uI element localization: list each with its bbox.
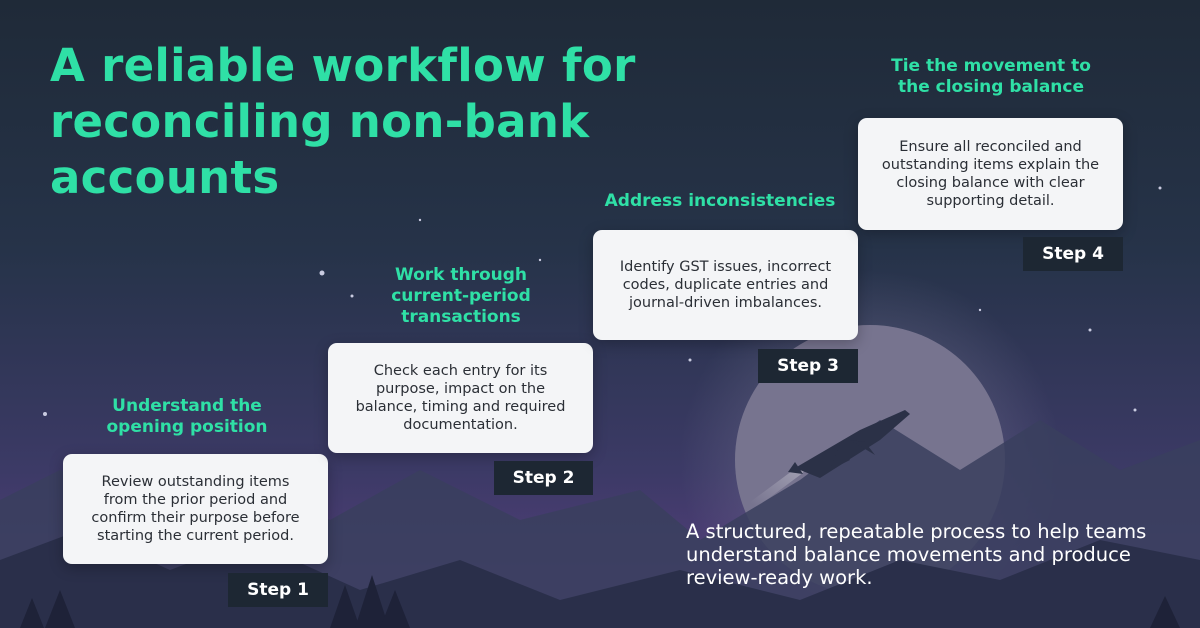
jet-icon <box>788 410 910 478</box>
step-4-card: Ensure all reconciled and outstanding it… <box>858 118 1123 230</box>
tree-icon <box>20 575 1180 628</box>
step-3-badge: Step 3 <box>758 349 858 383</box>
step-3-card: Identify GST issues, incorrect codes, du… <box>593 230 858 340</box>
step-1-title: Understand the opening position <box>106 396 268 437</box>
step-1-badge: Step 1 <box>228 573 328 607</box>
step-2-badge: Step 2 <box>494 461 593 495</box>
step-2-title: Work through current-period transactions <box>391 265 531 327</box>
step-1-card: Review outstanding items from the prior … <box>63 454 328 564</box>
step-3-title: Address inconsistencies <box>604 191 836 211</box>
tagline: A structured, repeatable process to help… <box>686 520 1147 589</box>
step-2-card: Check each entry for its purpose, impact… <box>328 343 593 453</box>
headline: A reliable workflow for reconciling non-… <box>50 39 636 204</box>
step-4-badge: Step 4 <box>1023 237 1123 271</box>
step-4-title: Tie the movement to the closing balance <box>891 56 1091 97</box>
